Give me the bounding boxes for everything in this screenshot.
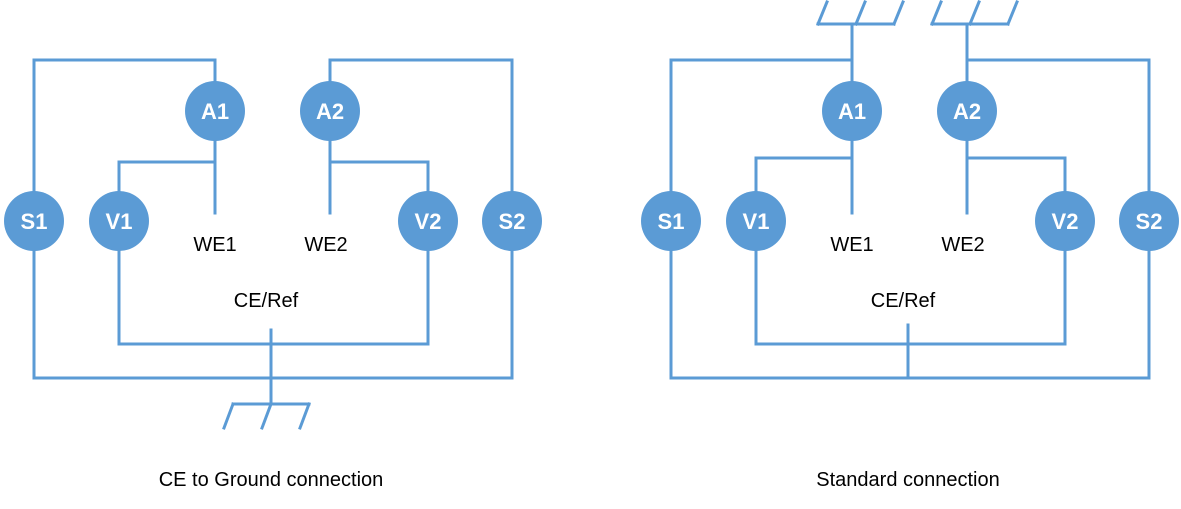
wire-a1-v1: [117, 136, 217, 194]
node-a2: A2: [300, 81, 360, 141]
node-a1: A1: [822, 81, 882, 141]
label-we1: WE1: [193, 234, 236, 256]
wire-a2-v2: [965, 136, 1067, 194]
wire-s1-top: [669, 58, 854, 194]
wire-v-loop: [754, 246, 1067, 346]
node-v1: V1: [89, 191, 149, 251]
svg-text:S2: S2: [499, 209, 526, 234]
node-s1: S1: [4, 191, 64, 251]
svg-text:V1: V1: [106, 209, 133, 234]
node-v2: V2: [398, 191, 458, 251]
svg-text:A1: A1: [201, 99, 229, 124]
svg-text:S2: S2: [1136, 209, 1163, 234]
svg-text:S1: S1: [658, 209, 685, 234]
ground-icon: [816, 0, 905, 26]
node-a2: A2: [937, 81, 997, 141]
svg-text:A2: A2: [953, 99, 981, 124]
node-s2: S2: [1119, 191, 1179, 251]
ground-icon: [930, 0, 1019, 26]
node-s2: S2: [482, 191, 542, 251]
svg-text:A1: A1: [838, 99, 866, 124]
diagram-standard: A1 A2 S1 V1 V2 S2 WE1 WE2 CE/Ref Standar…: [641, 0, 1179, 491]
svg-text:V2: V2: [415, 209, 442, 234]
svg-text:S1: S1: [21, 209, 48, 234]
label-we1: WE1: [830, 234, 873, 256]
wire-s-bottom: [669, 246, 1151, 380]
wire-a1-v1: [754, 136, 854, 194]
wire-s-bottom: [32, 246, 514, 380]
svg-text:A2: A2: [316, 99, 344, 124]
wire-v-loop: [117, 246, 430, 346]
wire-s1-a1: [32, 58, 217, 194]
wire-s2-top: [965, 58, 1151, 194]
wire-a2-v2: [328, 136, 430, 194]
node-s1: S1: [641, 191, 701, 251]
node-v2: V2: [1035, 191, 1095, 251]
svg-text:V2: V2: [1052, 209, 1079, 234]
diagram-ce-to-ground: A1 A2 S1 V1 V2 S2 WE1 WE2 CE/Ref CE to G…: [4, 58, 542, 491]
node-v1: V1: [726, 191, 786, 251]
ground-icon: [222, 402, 311, 430]
caption-standard: Standard connection: [816, 469, 999, 491]
label-we2: WE2: [941, 234, 984, 256]
label-ce-ref: CE/Ref: [871, 290, 936, 312]
caption-ce-to-ground: CE to Ground connection: [159, 469, 384, 491]
label-we2: WE2: [304, 234, 347, 256]
node-a1: A1: [185, 81, 245, 141]
label-ce-ref: CE/Ref: [234, 290, 299, 312]
wire-s2-a2: [328, 58, 514, 194]
svg-text:V1: V1: [743, 209, 770, 234]
